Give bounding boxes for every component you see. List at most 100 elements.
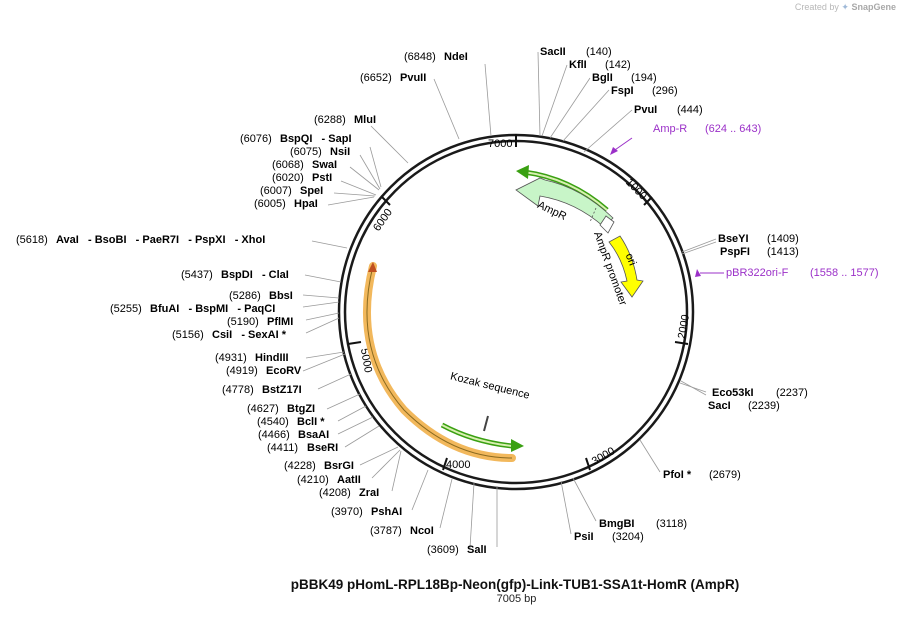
site-pos: (6007)	[260, 185, 292, 197]
tick-mark-1000	[643, 196, 653, 206]
credit-prefix: Created by	[794, 2, 839, 12]
site-name: BbsI	[269, 290, 293, 302]
primer-pbr322ori-f-name: pBR322ori-F	[726, 267, 789, 279]
site-name: PshAI	[371, 506, 402, 518]
site-name: BmgBI	[599, 518, 634, 530]
primer-pbr322ori-f-range: (1558 .. 1577)	[810, 267, 879, 279]
site-name: BtgZI	[287, 403, 315, 415]
site-pos: (4208)	[319, 487, 351, 499]
primer-pbr322ori-f-arrow-icon	[695, 269, 701, 277]
site-pos: (6288)	[314, 114, 346, 126]
ampr-label: AmpR	[535, 199, 568, 223]
site-name: BstZ17I	[262, 384, 302, 396]
site-name: PfoI *	[663, 469, 692, 481]
site-name: BclI *	[297, 416, 325, 428]
kozak-label: Kozak sequence	[449, 370, 531, 401]
site-pos: (4627)	[247, 403, 279, 415]
site-name: MluI	[354, 114, 376, 126]
site-pos: (3609)	[427, 544, 459, 556]
site-name: PflMI	[267, 316, 293, 328]
site-name: BseYI	[718, 233, 749, 245]
ampr-promoter-arrowhead-icon	[516, 165, 529, 179]
tick-mark-2000	[674, 341, 689, 345]
site-name: PsiI	[574, 531, 594, 543]
site-pos: (1409)	[767, 233, 799, 245]
primer-amp-r-name: Amp-R	[653, 123, 687, 135]
kozak-marker	[483, 415, 489, 432]
map-title: pBBK49 pHomL-RPL18Bp-Neon(gfp)-Link-TUB1…	[290, 577, 740, 592]
ampr-promoter-green-arrow-center	[523, 171, 608, 211]
credit-brand: SnapGene	[851, 2, 896, 12]
site-pos: (444)	[677, 104, 703, 116]
site-name: SwaI	[312, 159, 337, 171]
ori-label: ori	[623, 252, 639, 268]
tick-label-4000: 4000	[446, 459, 470, 471]
ampr-promoter-box	[599, 215, 615, 234]
site-pos: (5255)	[110, 303, 142, 315]
site-name: BglI	[592, 72, 613, 84]
tick-label-7000: 7000	[488, 138, 512, 150]
site-pos: (6075)	[290, 146, 322, 158]
site-name: PspFI	[720, 246, 750, 258]
site-pos: (194)	[631, 72, 657, 84]
site-name: PvuI	[634, 104, 657, 116]
site-name: PvuII	[400, 72, 426, 84]
site-pos: (4210)	[297, 474, 329, 486]
site-pos: (4778)	[222, 384, 254, 396]
site-name: BsrGI	[324, 460, 354, 472]
site-name: EcoRV	[266, 365, 302, 377]
site-name: NcoI	[410, 525, 434, 537]
site-pos: (4411)	[267, 442, 298, 454]
orange-feature-arc-center	[366, 265, 513, 459]
ampr-feature-divider	[589, 207, 597, 223]
site-name: BspQI - SapI	[280, 133, 352, 145]
site-name: BseRI	[307, 442, 338, 454]
site-pos: (5437)	[181, 269, 213, 281]
site-pos: (6848)	[404, 51, 436, 63]
site-pos: (5190)	[227, 316, 259, 328]
site-pos: (4228)	[284, 460, 316, 472]
orange-arc-start-icon	[368, 262, 377, 272]
site-pos: (4931)	[215, 352, 247, 364]
site-connectors	[302, 51, 717, 549]
tick-mark-3000	[585, 457, 591, 471]
tick-label-6000: 6000	[371, 207, 395, 234]
site-pos: (6068)	[272, 159, 304, 171]
tick-label-2000: 2000	[676, 314, 692, 340]
site-name: NsiI	[330, 146, 350, 158]
site-name: BsaAI	[298, 429, 329, 441]
snapgene-logo-icon: ✦	[841, 2, 849, 12]
site-pos: (296)	[652, 85, 678, 97]
site-name: CsiI - SexAI *	[212, 329, 287, 341]
site-pos: (2239)	[748, 400, 780, 412]
site-pos: (5618)	[16, 234, 48, 246]
site-name: HpaI	[294, 198, 318, 210]
snapgene-credit: Created by ✦ SnapGene	[795, 2, 896, 13]
tick-label-3000: 3000	[590, 445, 617, 468]
site-name: BfuAI - BspMI - PaqCI	[150, 303, 275, 315]
site-name: KflI	[569, 59, 587, 71]
site-name: PstI	[312, 172, 332, 184]
cds-arrowhead-icon	[511, 439, 524, 452]
site-name: NdeI	[444, 51, 468, 63]
site-name: ZraI	[359, 487, 379, 499]
site-name: BspDI - ClaI	[221, 269, 289, 281]
site-pos: (1413)	[767, 246, 799, 258]
site-pos: (4540)	[257, 416, 289, 428]
site-pos: (3118)	[656, 518, 687, 530]
site-name: SacI	[708, 400, 731, 412]
site-pos: (4919)	[226, 365, 258, 377]
primer-amp-r-arrow-icon	[610, 147, 618, 155]
ori-feature	[608, 235, 644, 298]
site-name: AvaI - BsoBI - PaeR7I - PspXI - XhoI	[56, 234, 265, 246]
tick-mark-5000	[347, 341, 362, 345]
site-pos: (3970)	[331, 506, 363, 518]
map-length: 7005 bp	[496, 593, 537, 605]
site-labels-right: PsiI (3204) BmgBI (3118) PfoI * (2679) S…	[540, 46, 808, 543]
site-pos: (3204)	[612, 531, 644, 543]
site-pos: (2237)	[776, 387, 808, 399]
site-pos: (140)	[586, 46, 612, 58]
site-pos: (3787)	[370, 525, 402, 537]
site-pos: (6076)	[240, 133, 272, 145]
